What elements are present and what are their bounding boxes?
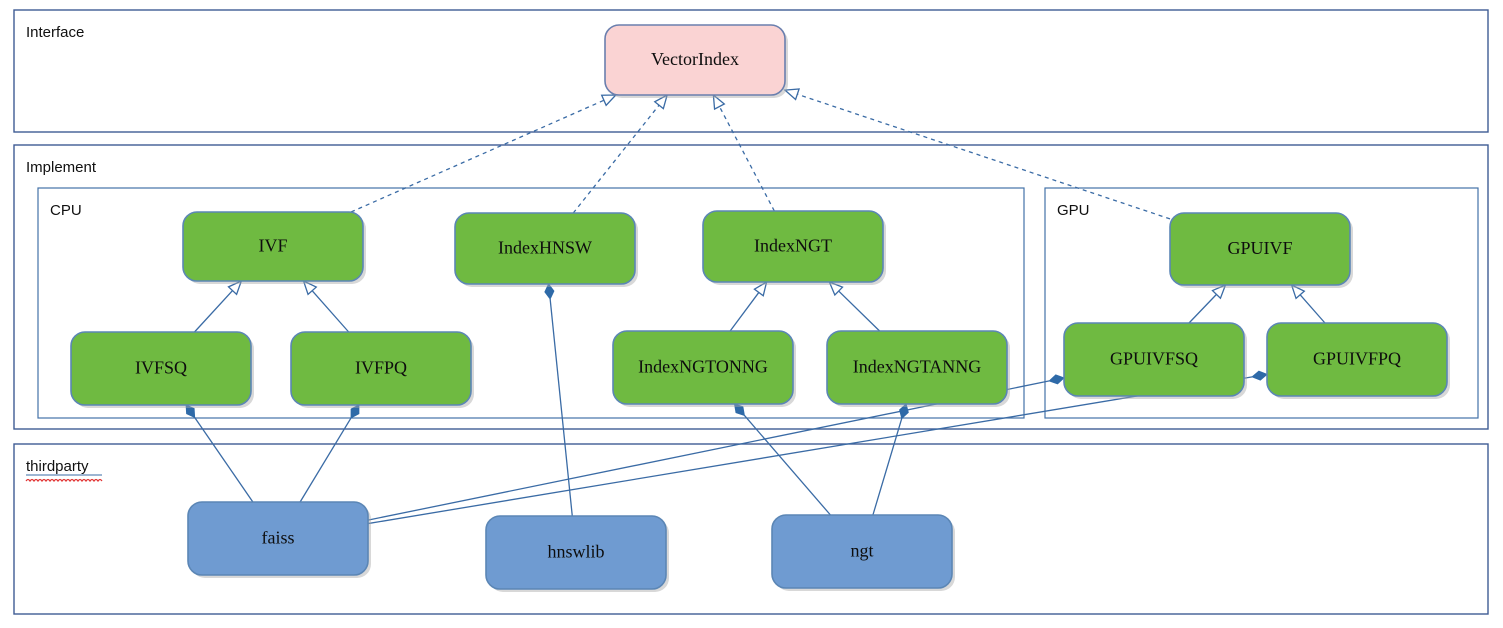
arrowhead-hollow-triangle <box>712 93 726 111</box>
node-box-indexngtonng[interactable] <box>612 330 794 405</box>
edge-faiss-to-ivfpq <box>299 404 360 503</box>
node-label-ivf: IVF <box>258 236 287 256</box>
arrowhead-filled-diamond <box>1048 374 1065 385</box>
edge-gpuivf-to-vectorindex <box>783 88 1171 220</box>
node-label-gpuivfsq: GPUIVFSQ <box>1110 349 1198 369</box>
arrowhead-hollow-triangle <box>783 88 801 101</box>
node-label-indexngtanng: IndexNGTANNG <box>853 357 982 377</box>
arrowhead-hollow-triangle <box>227 279 243 296</box>
arrowhead-hollow-triangle <box>600 94 618 107</box>
arrowhead-filled-diamond <box>350 404 360 419</box>
node-ngt[interactable]: ngt <box>771 514 955 591</box>
node-box-indexngt[interactable] <box>702 210 884 283</box>
node-ivfsq[interactable]: IVFSQ <box>70 331 254 408</box>
node-box-indexhnsw[interactable] <box>454 212 636 285</box>
arrowhead-hollow-triangle <box>753 280 768 297</box>
edge-indexngtonng-to-indexngt <box>729 280 768 332</box>
node-label-gpuivf: GPUIVF <box>1227 238 1292 258</box>
edge-layer <box>185 88 1326 525</box>
node-label-ngt: ngt <box>850 541 873 561</box>
frame-label-cpu: CPU <box>50 202 82 219</box>
arrowhead-filled-diamond <box>185 404 196 419</box>
node-box-gpuivfsq[interactable] <box>1063 322 1245 397</box>
edge-gpuivfpq-to-gpuivf <box>1290 283 1326 324</box>
node-label-indexngtonng: IndexNGTONNG <box>638 357 768 377</box>
node-faiss[interactable]: faiss <box>187 501 371 578</box>
frame-label-gpu: GPU <box>1057 202 1090 219</box>
edge-indexngtanng-to-indexngt <box>828 280 881 332</box>
edge-ngt-to-indexngtanng <box>872 403 909 516</box>
arrowhead-hollow-triangle <box>1290 283 1306 300</box>
node-box-ivfsq[interactable] <box>70 331 252 406</box>
spellcheck-underline <box>25 478 103 483</box>
edge-ivfpq-to-ivf <box>302 279 350 333</box>
node-indexngtanng[interactable]: IndexNGTANNG <box>826 330 1010 407</box>
node-label-gpuivfpq: GPUIVFPQ <box>1313 349 1401 369</box>
node-box-ivf[interactable] <box>182 211 364 282</box>
arrowhead-filled-diamond <box>544 283 555 300</box>
node-indexngtonng[interactable]: IndexNGTONNG <box>612 330 796 407</box>
node-indexhnsw[interactable]: IndexHNSW <box>454 212 638 287</box>
edge-ngt-to-indexngtonng <box>733 403 831 516</box>
node-label-ivfpq: IVFPQ <box>355 358 407 378</box>
arrowhead-hollow-triangle <box>1211 283 1227 300</box>
node-vectorindex[interactable]: VectorIndex <box>604 24 788 98</box>
frame-label-interface: Interface <box>26 24 84 41</box>
node-box-vectorindex[interactable] <box>604 24 786 96</box>
node-box-indexngtanng[interactable] <box>826 330 1008 405</box>
edge-gpuivfsq-to-gpuivf <box>1188 283 1227 324</box>
node-gpuivfsq[interactable]: GPUIVFSQ <box>1063 322 1247 399</box>
edge-ivfsq-to-ivf <box>194 279 243 333</box>
arrowhead-hollow-triangle <box>828 280 844 297</box>
node-label-hnswlib: hnswlib <box>547 542 604 562</box>
arrowhead-filled-diamond <box>1251 370 1268 381</box>
arrowhead-hollow-triangle <box>653 93 669 110</box>
node-label-indexngt: IndexNGT <box>754 236 832 256</box>
frame-label-thirdparty: thirdparty <box>26 458 89 475</box>
node-ivf[interactable]: IVF <box>182 211 366 284</box>
edge-indexhnsw-to-vectorindex <box>572 93 669 214</box>
node-box-hnswlib[interactable] <box>485 515 667 590</box>
node-hnswlib[interactable]: hnswlib <box>485 515 669 592</box>
node-box-ngt[interactable] <box>771 514 953 589</box>
node-label-vectorindex: VectorIndex <box>651 49 739 69</box>
node-box-faiss[interactable] <box>187 501 369 576</box>
node-box-gpuivfpq[interactable] <box>1266 322 1448 397</box>
arrowhead-hollow-triangle <box>302 279 318 296</box>
node-label-indexhnsw: IndexHNSW <box>498 238 592 258</box>
edge-ivf-to-vectorindex <box>350 94 618 213</box>
edge-faiss-to-ivfsq <box>185 404 254 503</box>
node-indexngt[interactable]: IndexNGT <box>702 210 886 285</box>
node-gpuivfpq[interactable]: GPUIVFPQ <box>1266 322 1450 399</box>
arrowhead-filled-diamond <box>899 403 909 420</box>
node-ivfpq[interactable]: IVFPQ <box>290 331 474 408</box>
node-label-faiss: faiss <box>262 528 295 548</box>
frame-label-implement: Implement <box>26 159 97 176</box>
edge-indexngt-to-vectorindex <box>712 93 775 212</box>
arrowhead-filled-diamond <box>733 403 745 417</box>
node-gpuivf[interactable]: GPUIVF <box>1169 212 1353 288</box>
edge-hnswlib-to-indexhnsw <box>544 283 573 517</box>
node-label-ivfsq: IVFSQ <box>135 358 187 378</box>
edge-faiss-to-gpuivfpq <box>367 370 1268 525</box>
node-box-ivfpq[interactable] <box>290 331 472 406</box>
node-box-gpuivf[interactable] <box>1169 212 1351 286</box>
